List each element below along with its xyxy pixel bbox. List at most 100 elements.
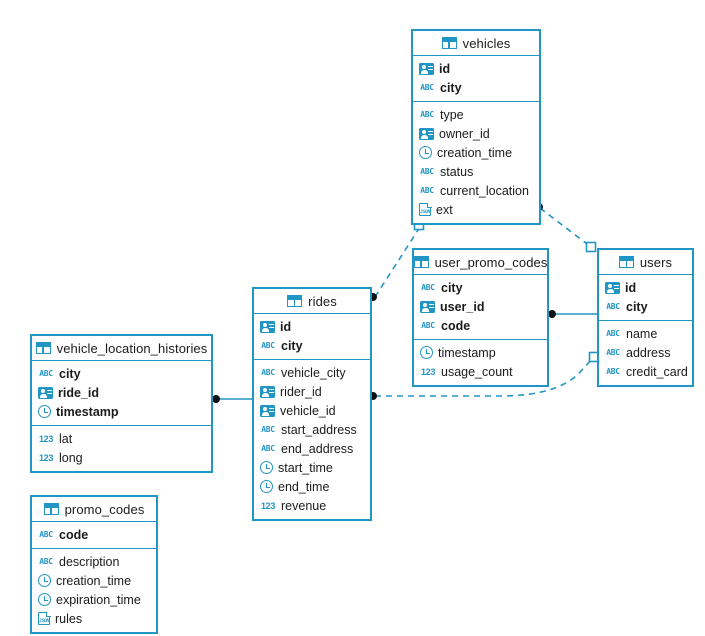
column-name: credit_card	[626, 364, 688, 379]
relationship-square-marker	[585, 241, 597, 253]
table-header[interactable]: user_promo_codes	[413, 250, 547, 275]
column-row[interactable]: ride_id	[32, 383, 211, 402]
column-row[interactable]: ABC type	[413, 105, 539, 124]
column-name: city	[441, 280, 463, 295]
column-name: rules	[55, 611, 83, 626]
column-row[interactable]: id	[254, 317, 370, 336]
column-name: city	[626, 299, 648, 314]
table-icon	[413, 256, 429, 268]
column-row[interactable]: expiration_time	[32, 590, 156, 609]
timestamp-icon	[420, 346, 433, 359]
column-name: long	[59, 450, 83, 465]
column-row[interactable]: timestamp	[32, 402, 211, 421]
column-row[interactable]: 123 usage_count	[414, 362, 547, 381]
table-header[interactable]: promo_codes	[32, 497, 156, 522]
table-header[interactable]: rides	[254, 289, 370, 314]
string-icon: ABC	[261, 340, 275, 350]
column-name: usage_count	[441, 364, 513, 379]
column-row[interactable]: user_id	[414, 297, 547, 316]
column-row[interactable]: timestamp	[414, 343, 547, 362]
string-icon: ABC	[421, 282, 435, 292]
string-icon: ABC	[39, 529, 53, 539]
column-name: start_address	[281, 422, 357, 437]
string-icon: ABC	[606, 366, 620, 376]
column-row[interactable]: ABC current_location	[413, 181, 539, 200]
table-header[interactable]: vehicle_location_histories	[32, 336, 211, 361]
column-name: ext	[436, 202, 453, 217]
columns-section: timestamp 123 usage_count	[414, 340, 547, 385]
column-row[interactable]: vehicle_id	[254, 401, 370, 420]
table-header[interactable]: vehicles	[413, 31, 539, 56]
column-name: start_time	[278, 460, 333, 475]
column-row[interactable]: ABC city	[414, 278, 547, 297]
column-row[interactable]: id	[413, 59, 539, 78]
column-name: type	[440, 107, 464, 122]
column-row[interactable]: end_time	[254, 477, 370, 496]
number-icon: 123	[420, 366, 436, 377]
string-icon: ABC	[420, 109, 434, 119]
string-icon: ABC	[420, 185, 434, 195]
table-title: rides	[308, 293, 337, 309]
json-icon: JSON	[419, 202, 432, 216]
relationship-dot-marker	[548, 310, 556, 318]
column-name: code	[59, 527, 89, 542]
table-icon	[618, 256, 634, 268]
relationship-upc-users[interactable]	[548, 310, 597, 318]
column-row[interactable]: id	[599, 278, 692, 297]
timestamp-icon	[260, 480, 273, 493]
uuid-icon	[260, 320, 275, 333]
column-name: vehicle_id	[280, 403, 336, 418]
column-name: id	[280, 319, 292, 334]
table-icon	[43, 503, 59, 515]
column-row[interactable]: ABC credit_card	[599, 362, 692, 381]
timestamp-icon	[419, 146, 432, 159]
column-name: city	[59, 366, 81, 381]
timestamp-icon	[260, 461, 273, 474]
string-icon: ABC	[606, 347, 620, 357]
column-row[interactable]: start_time	[254, 458, 370, 477]
relationship-vlh-rides[interactable]	[212, 395, 252, 403]
string-icon: ABC	[421, 320, 435, 330]
table-header[interactable]: users	[599, 250, 692, 275]
column-name: end_address	[281, 441, 354, 456]
column-name: current_location	[440, 183, 529, 198]
column-row[interactable]: creation_time	[32, 571, 156, 590]
column-row[interactable]: JSON ext	[413, 200, 539, 219]
table-title: vehicle_location_histories	[56, 340, 208, 356]
column-name: id	[625, 280, 637, 295]
table-icon	[441, 37, 457, 49]
relationship-vehicles-users[interactable]	[535, 203, 597, 253]
column-row[interactable]: ABC code	[32, 525, 156, 544]
column-name: user_id	[440, 299, 485, 314]
column-row[interactable]: rider_id	[254, 382, 370, 401]
column-row[interactable]: creation_time	[413, 143, 539, 162]
column-row[interactable]: owner_id	[413, 124, 539, 143]
